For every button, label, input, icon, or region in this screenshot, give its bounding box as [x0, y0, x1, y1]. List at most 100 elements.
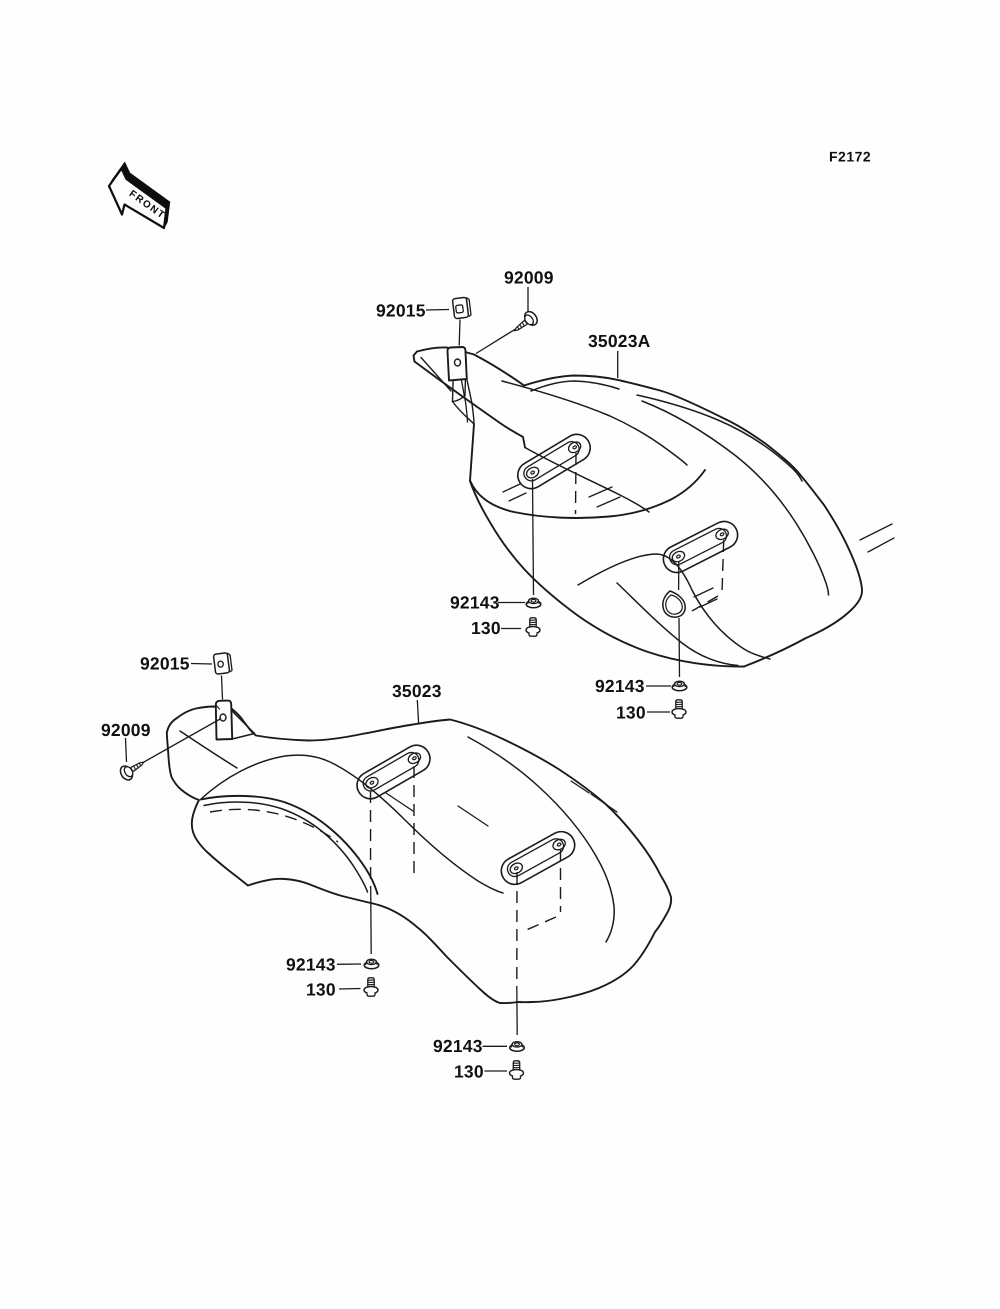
leader-lines-line-9 [416, 699, 420, 724]
top-fender-pad-1-ellipse-2 [530, 470, 536, 475]
nut-icon-shape [525, 597, 542, 609]
top-fender-surface-lines-line-6 [596, 496, 621, 508]
leader-lines [124, 287, 671, 1072]
top-fender-mount-tab [446, 346, 475, 425]
bottom-fender-pad-1-ellipse-3 [407, 752, 422, 765]
bolt-130-top-1-icon [525, 617, 541, 637]
top-fender-surface-lines-line-2 [867, 537, 895, 553]
bottom-fender-pad-1-ellipse-2 [369, 780, 375, 785]
damper-92015-top-icon-rect-1 [455, 304, 464, 314]
bottom-fender-pad-1-rect-1 [356, 744, 431, 800]
bottom-fender-pad-2-ellipse-1 [509, 862, 524, 875]
bolt-icon-shape [525, 617, 541, 637]
leader-lines-line-8 [190, 662, 213, 665]
part-label-92015-top: 92015 [376, 301, 426, 321]
bolt-130-bottom-2-icon [508, 1060, 525, 1080]
bottom-fender-surface-lines-line-2 [590, 793, 618, 813]
top-fender-pad-2-ellipse-3 [715, 528, 729, 541]
top-fender-arch [469, 469, 706, 519]
leader-lines-line-1 [425, 308, 450, 311]
projection-lines-dashed-line-2 [721, 539, 725, 593]
bolt-130-bottom-1-icon [363, 977, 379, 997]
nut-92143-bottom-2-icon [508, 1040, 526, 1053]
top-fender-pad-2-ellipse-1 [671, 550, 686, 563]
top-fender-drawing-line-3 [473, 353, 525, 387]
bottom-fender-arch [200, 794, 379, 895]
assembly-axis-lines-line-3 [678, 617, 681, 678]
top-fender-pad-2-rect-2 [668, 527, 728, 566]
top-fender-drawing-line-8 [420, 356, 452, 392]
part-label-92009-bottom: 92009 [101, 720, 151, 740]
bottom-fender-pad-1-ellipse-1 [365, 776, 379, 789]
bottom-fender-surface-lines [385, 780, 618, 827]
bottom-fender-drawing [165, 699, 673, 1005]
nut-92143-top-2-icon [671, 680, 688, 692]
top-tab-hole [453, 358, 462, 367]
part-label-92009-top: 92009 [504, 268, 554, 288]
damper-92015-top-icon [451, 296, 472, 320]
bottom-fender-arch-inner [203, 801, 369, 893]
hardware-icons [117, 296, 688, 1080]
top-fender-pad-1-rect-1 [516, 433, 592, 490]
bottom-fender-pad-2 [500, 830, 576, 886]
top-fender-drawing-line-17 [641, 400, 830, 596]
projection-lines-dashed-line-3 [691, 595, 719, 612]
top-fender-drawing-line-7 [451, 394, 466, 403]
bottom-fender-pad-2-rect-2 [506, 838, 565, 878]
part-label-130-top-1: 130 [471, 618, 501, 638]
nut-92143-bottom-1-icon [363, 958, 380, 970]
top-fender-drawing-line-18 [501, 380, 688, 466]
top-fender-drawing-line-10 [469, 423, 475, 482]
part-label-35023: 35023 [392, 681, 442, 701]
part-label-130-bottom-1: 130 [306, 980, 336, 1000]
part-label-92015-bottom: 92015 [140, 654, 190, 674]
bottom-fender-surface-lines-line-3 [570, 780, 590, 794]
top-fender-pad-2-rect-1 [662, 520, 739, 574]
nut-92143-top-1-icon [525, 597, 542, 609]
top-fender-drawing-line-16 [616, 582, 739, 667]
front-direction-arrow: FRONT [107, 162, 171, 230]
part-label-130-top-2: 130 [616, 703, 646, 723]
top-fender-pad-2-ellipse-4 [719, 532, 725, 537]
assembly-axis-lines-line-1 [531, 478, 535, 596]
leader-lines-line-16 [475, 326, 519, 355]
front-arrow-face [107, 167, 168, 230]
damper-92015-top-icon-shape-1 [451, 296, 472, 320]
bottom-fender-pad-1-rect-2 [362, 751, 420, 792]
nut-icon-shape [508, 1040, 526, 1053]
screw-92009-bottom-icon [117, 755, 149, 783]
top-fender-drawing-line-13 [469, 480, 745, 668]
top-fender-pad-1-ellipse-1 [525, 466, 540, 479]
assembly-axis-lines [370, 478, 681, 1036]
bottom-tab-hole [219, 713, 227, 722]
top-fender-surface-lines-line-7 [502, 483, 521, 493]
leader-lines-line-10 [124, 737, 128, 763]
top-fender-drawing [412, 346, 895, 668]
figure-code: F2172 [829, 149, 871, 165]
bolt-130-top-2-icon [671, 699, 687, 719]
top-fender-outline [523, 374, 863, 668]
damper-92015-bottom-icon [212, 651, 233, 676]
top-fender-drawing-line-1 [416, 346, 448, 353]
bottom-fender-mount-tab [214, 699, 256, 741]
leader-lines-line-12 [338, 987, 361, 990]
top-fender-pad-2 [662, 520, 739, 574]
top-fender-drain-hole-line-2 [665, 594, 683, 615]
part-labels: 92015 92009 35023A 92143 130 92143 130 9… [101, 268, 651, 1082]
damper-92015-bottom-icon-ellipse-1 [217, 660, 224, 668]
top-fender-drawing-line-14 [524, 446, 650, 513]
top-fender-drawing-line-11 [530, 380, 620, 392]
top-fender-drawing-line-15 [577, 553, 771, 660]
part-label-35023A: 35023A [588, 331, 651, 351]
bottom-fender-nose-crease [179, 730, 238, 769]
part-label-92143-top-2: 92143 [595, 676, 645, 696]
bottom-fender-pad-1 [356, 744, 431, 800]
bottom-fender-outline [165, 705, 673, 1005]
screw-icon-shape [117, 755, 149, 783]
bolt-icon-shape [671, 699, 687, 719]
bottom-fender-deck-crease [200, 754, 504, 894]
top-fender-surface-lines [502, 483, 895, 608]
projection-lines-dashed-line-7 [523, 916, 557, 932]
nut-icon-shape [363, 958, 380, 970]
